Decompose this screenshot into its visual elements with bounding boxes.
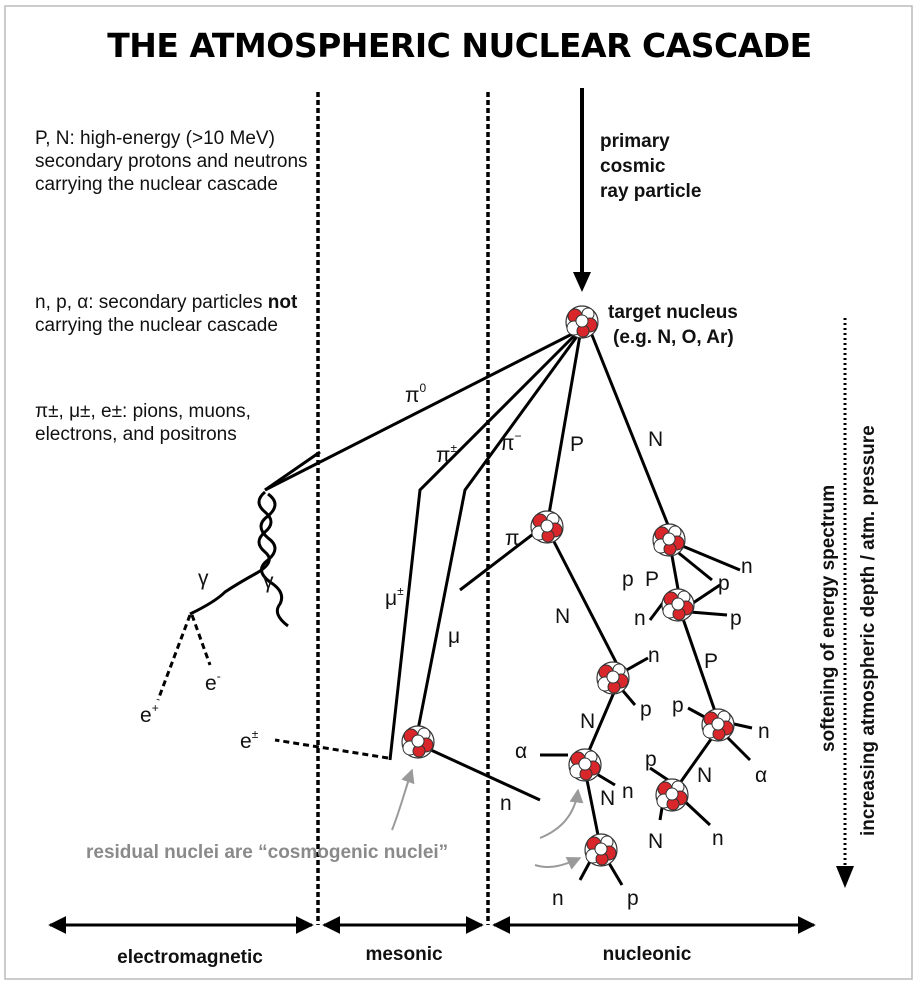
label-n-c: n	[648, 644, 660, 667]
nucleus-mu	[401, 725, 435, 759]
label-pi: π	[505, 527, 520, 550]
target-label-2: (e.g. N, O, Ar)	[613, 327, 734, 348]
label-n-e: n	[622, 780, 634, 803]
label-N4: N	[600, 787, 615, 810]
n-track-2	[546, 529, 622, 671]
legend-item-secondary: n, p, α: secondary particles not carryin…	[35, 291, 325, 337]
zone-label-electromagnetic: electromagnetic	[117, 947, 263, 968]
label-P3: P	[645, 568, 659, 591]
label-pim: π−	[500, 429, 522, 455]
label-p-g: p	[627, 887, 639, 910]
legend-item-secondary-text: n, p, α: secondary particles	[35, 292, 268, 313]
label-eminus: e-	[205, 669, 221, 695]
zone-label-nucleonic: nucleonic	[603, 944, 692, 965]
page-title: THE ATMOSPHERIC NUCLEAR CASCADE	[107, 26, 812, 65]
label-alpha-a: α	[755, 764, 767, 787]
label-mu: μ	[448, 625, 460, 648]
label-n-f: n	[712, 827, 724, 850]
pipm-track	[388, 333, 577, 761]
n-track-1	[588, 329, 672, 531]
nucleus-n3	[568, 748, 602, 782]
label-N2: N	[555, 605, 570, 628]
label-p-a: p	[622, 568, 634, 591]
legend-item-secondary-text-2: carrying the nuclear cascade	[35, 315, 278, 336]
primary-arrowhead	[573, 272, 591, 292]
target-label-1: target nucleus	[608, 302, 738, 323]
pi-track	[459, 523, 546, 592]
n-track-6	[419, 743, 541, 802]
legend-item-secondary-bold: not	[267, 292, 298, 313]
label-P2: P	[704, 650, 718, 673]
p-track-3	[678, 609, 720, 721]
residual-label: residual nuclei are “cosmogenic nuclei”	[86, 842, 448, 863]
nucleus-p2	[661, 588, 695, 622]
label-epm: e±	[240, 727, 259, 753]
nucleus-p1	[530, 510, 564, 544]
depth-arrowhead	[836, 866, 854, 888]
label-p-b: p	[718, 572, 730, 595]
n-track-4	[583, 769, 602, 846]
label-N3: N	[580, 710, 595, 733]
electron-tracks	[156, 614, 389, 760]
pi0-split	[264, 450, 321, 492]
label-alpha-b: α	[515, 740, 527, 763]
legend-item-leptons: π±, μ±, e±: pions, muons, electrons, and…	[35, 401, 251, 445]
nucleus-p3	[701, 708, 735, 742]
label-mupm: μ±	[385, 584, 404, 610]
label-n-g: n	[500, 792, 512, 815]
nucleus-n5	[584, 833, 618, 867]
gamma-waves	[189, 490, 289, 628]
pi0-track	[264, 328, 581, 492]
primary-label-1: primary	[600, 131, 670, 152]
label-p-d: p	[640, 698, 652, 721]
p-track-1	[546, 334, 582, 521]
nucleus-target	[565, 305, 599, 339]
label-N6: N	[648, 830, 663, 853]
legend-item-nucleons: P, N: high-energy (>10 MeV) secondary pr…	[35, 128, 308, 195]
nucleus-n2	[596, 661, 630, 695]
label-n-b: n	[634, 607, 646, 630]
label-gamma-1: γ	[198, 567, 209, 590]
primary-label-2: cosmic	[600, 156, 666, 177]
label-p-f: p	[645, 748, 657, 771]
label-gamma-2: γ	[263, 570, 274, 593]
label-eplus: e+	[140, 701, 159, 727]
primary-label-3: ray particle	[600, 181, 701, 202]
side-label-depth: increasing atmospheric depth / atm. pres…	[858, 425, 879, 836]
side-label-softening: softening of energy spectrum	[818, 485, 839, 752]
label-n-h: n	[552, 887, 564, 910]
label-P1: P	[570, 433, 584, 456]
label-pipm: π±	[436, 441, 458, 467]
label-pi0: π0	[405, 381, 427, 407]
label-N5: N	[697, 764, 712, 787]
label-n-a: n	[741, 555, 753, 578]
pim-track	[413, 334, 580, 746]
label-p-e: p	[672, 694, 684, 717]
nucleus-n4	[655, 778, 689, 812]
n-track-5	[673, 734, 716, 791]
label-p-c: p	[730, 607, 742, 630]
nucleus-n1	[652, 523, 686, 557]
label-N1: N	[648, 428, 663, 451]
frame-border	[4, 5, 913, 980]
n-track-3	[583, 689, 617, 761]
residual-arrows	[391, 768, 584, 870]
label-n-d: n	[758, 720, 770, 743]
zone-label-mesonic: mesonic	[365, 944, 443, 965]
